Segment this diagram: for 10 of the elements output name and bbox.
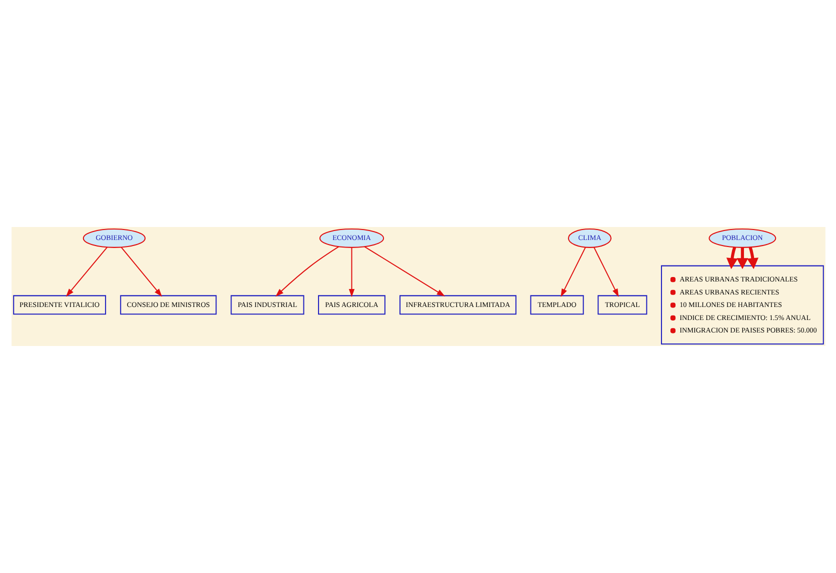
arrow — [120, 246, 162, 297]
arrow — [348, 247, 354, 298]
arrow — [593, 247, 618, 297]
arrow — [736, 247, 748, 270]
arrow — [274, 246, 338, 297]
arrow — [746, 246, 758, 270]
arrow — [726, 246, 738, 270]
arrow — [364, 246, 445, 296]
arrow — [560, 247, 586, 297]
arrow — [65, 246, 108, 297]
